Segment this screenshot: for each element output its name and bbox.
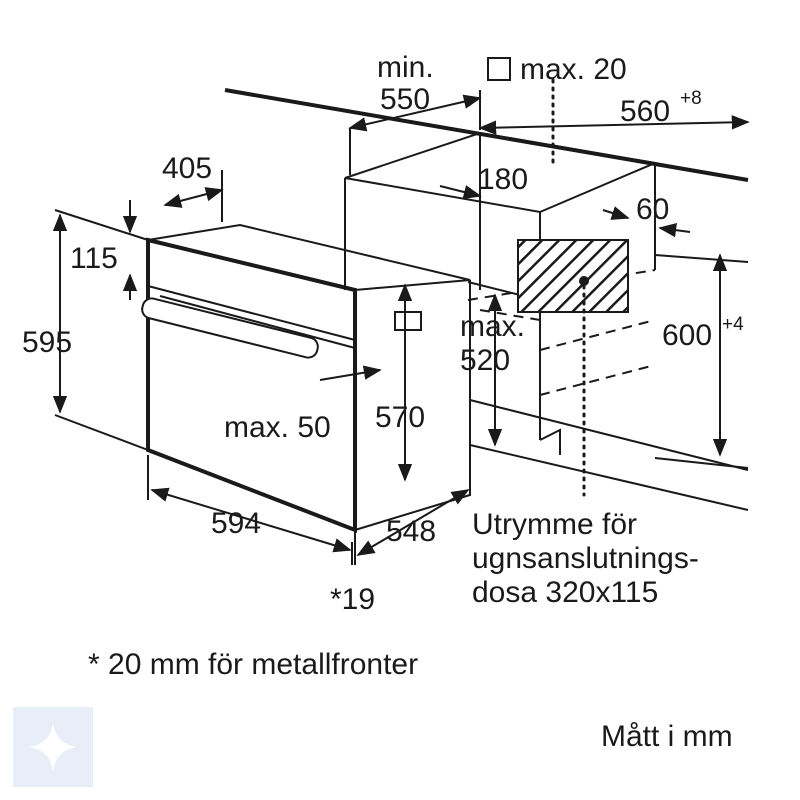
label-550: 550 [380, 83, 430, 116]
label-19: *19 [330, 583, 375, 616]
label-min: min. [377, 51, 434, 84]
label-560-tolerance: +8 [680, 88, 702, 109]
label-405: 405 [162, 152, 212, 185]
label-594: 594 [211, 507, 261, 540]
label-115: 115 [70, 242, 118, 275]
label-60: 60 [636, 193, 669, 226]
footnote: * 20 mm för metallfronter [88, 648, 419, 681]
label-600: 600 [662, 319, 712, 352]
oven [141, 223, 471, 533]
dimension-lines [52, 90, 750, 565]
square-symbol-icon [487, 57, 511, 81]
socket-space-label: Utrymme för ugnsanslutnings- dosa 320x11… [472, 508, 699, 610]
label-max-520-prefix: max. [460, 310, 525, 343]
door-handle [141, 297, 319, 359]
socket-label-line-3: dosa 320x115 [472, 576, 659, 609]
sparkle-logo-icon [13, 707, 93, 787]
label-570: 570 [375, 401, 425, 434]
units-note: Mått i mm [601, 720, 733, 753]
label-max50: max. 50 [224, 411, 331, 444]
socket-point-icon [579, 276, 589, 286]
label-600-tolerance: +4 [722, 314, 744, 335]
label-595: 595 [22, 326, 72, 359]
socket-label-line-2: ugnsanslutnings- [472, 542, 699, 575]
label-560: 560 [620, 95, 670, 128]
label-520: 520 [460, 344, 510, 377]
connection-socket-area [517, 239, 629, 313]
cabinet-niche [224, 57, 749, 511]
dimension-labels: min. 550 max. 20 560 +8 405 180 60 115 5… [22, 51, 744, 616]
label-548: 548 [386, 515, 436, 548]
label-max20: max. 20 [520, 53, 627, 86]
label-180: 180 [478, 163, 528, 196]
socket-label-line-1: Utrymme för [472, 508, 637, 541]
